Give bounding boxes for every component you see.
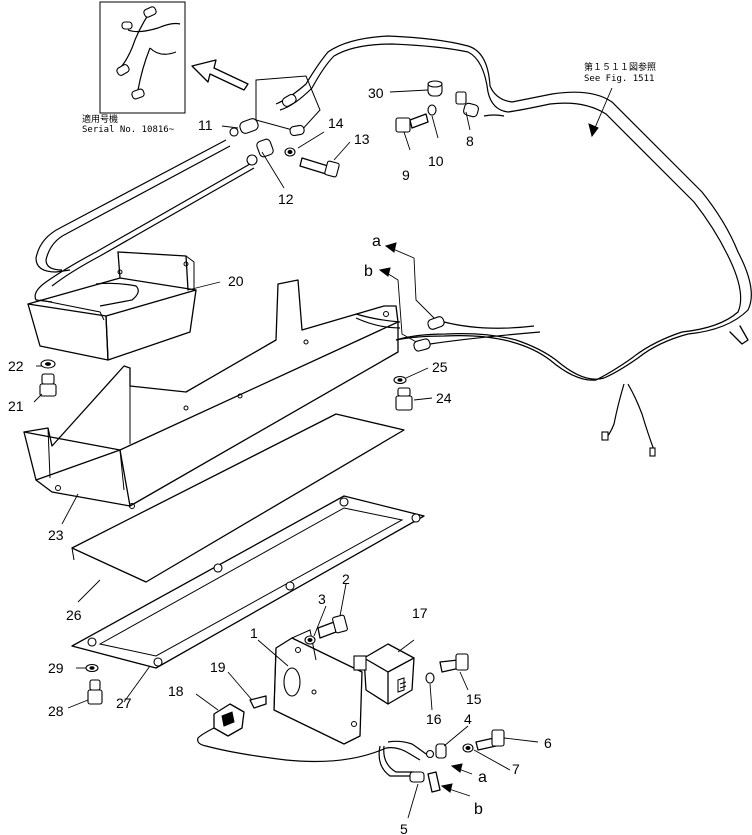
callout-8: 8 — [466, 133, 474, 149]
callout-labels: 30 9 10 8 11 12 14 13 20 22 21 25 24 23 … — [8, 85, 552, 835]
detail-frame — [255, 75, 321, 133]
left-wire-harness — [34, 139, 255, 307]
callout-24: 24 — [436, 390, 452, 406]
part-29-washer — [85, 663, 99, 673]
callout-15: 15 — [466, 691, 482, 707]
callout-29: 29 — [48, 660, 64, 676]
callout-6: 6 — [544, 735, 552, 751]
part-10-washer — [427, 104, 437, 116]
callout-26: 26 — [66, 607, 82, 623]
connector-leaders-ab — [378, 242, 541, 352]
part-3-washer — [304, 635, 316, 645]
bottom-connector-arrows — [440, 763, 473, 797]
inset-note-serial: Serial No. 10816~ — [82, 125, 175, 135]
part-22-washer — [40, 359, 56, 369]
connector-label-a-bottom: a — [478, 769, 487, 786]
connector-label-a-top: a — [372, 233, 381, 250]
part-20-battery-cover — [27, 251, 197, 361]
part-8-connector — [455, 91, 479, 118]
callout-27: 27 — [116, 695, 132, 711]
callout-9: 9 — [402, 167, 410, 183]
main-wire-harness — [275, 35, 752, 457]
callout-11: 11 — [198, 117, 213, 133]
part-9-bolt — [395, 113, 429, 133]
callout-23: 23 — [48, 527, 64, 543]
callout-13: 13 — [354, 131, 370, 147]
inset-pointer-arrow — [191, 59, 249, 91]
part-18-switch — [197, 703, 427, 777]
callout-30: 30 — [368, 85, 384, 101]
callout-18: 18 — [168, 683, 184, 699]
part-25-washer — [393, 375, 407, 385]
reference-note-en: See Fig. 1511 — [584, 74, 654, 84]
callout-3: 3 — [318, 591, 326, 607]
callout-2: 2 — [342, 571, 350, 587]
part-2-bolt — [317, 614, 348, 639]
callout-12: 12 — [278, 191, 294, 207]
inset-note-jp: 適用号機 — [82, 113, 118, 125]
callout-17: 17 — [412, 605, 428, 621]
callout-leaders — [33, 89, 539, 819]
callout-5: 5 — [400, 821, 408, 835]
connector-label-b-top: b — [364, 263, 373, 280]
callout-21: 21 — [8, 398, 24, 414]
part-12-clamp — [246, 138, 274, 166]
part-30-cap — [427, 80, 443, 97]
callout-20: 20 — [228, 273, 244, 289]
callout-14: 14 — [328, 115, 344, 131]
connector-labels: a b a b — [364, 233, 487, 818]
reference-note: 第１５１１図参照 See Fig. 1511 — [584, 61, 656, 84]
callout-25: 25 — [432, 359, 448, 375]
part-4-clip — [425, 743, 447, 759]
part-14-terminal — [281, 93, 305, 137]
part-19-screw — [249, 695, 267, 709]
part-17-relay — [353, 643, 415, 705]
part-7-washer — [462, 743, 474, 753]
part-13-bolt — [299, 157, 340, 178]
callout-4: 4 — [464, 711, 472, 727]
part-11-connector — [229, 118, 259, 137]
part-28-bolt — [87, 679, 103, 705]
callout-7: 7 — [512, 761, 520, 777]
part-14-washer — [284, 147, 296, 157]
callout-16: 16 — [426, 711, 442, 727]
callout-1: 1 — [250, 625, 258, 641]
callout-10: 10 — [428, 153, 444, 169]
part-24-bolt — [395, 387, 413, 411]
part-21-bolt — [39, 373, 57, 397]
part-5-clip — [409, 771, 441, 793]
callout-19: 19 — [210, 659, 226, 675]
reference-note-jp: 第１５１１図参照 — [584, 61, 656, 73]
part-1-bracket — [273, 629, 363, 745]
part-15-bolt — [439, 653, 469, 673]
part-6-bolt — [475, 729, 505, 751]
connector-label-b-bottom: b — [474, 801, 483, 818]
part-23-battery-tray — [23, 279, 399, 509]
callout-22: 22 — [8, 358, 24, 374]
part-27-frame — [71, 495, 425, 669]
part-16-washer — [425, 672, 435, 684]
callout-28: 28 — [48, 703, 64, 719]
reference-arrow — [588, 87, 613, 138]
part-26-pad — [71, 413, 405, 583]
serial-variant-inset: 適用号機 Serial No. 10816~ — [82, 1, 186, 135]
